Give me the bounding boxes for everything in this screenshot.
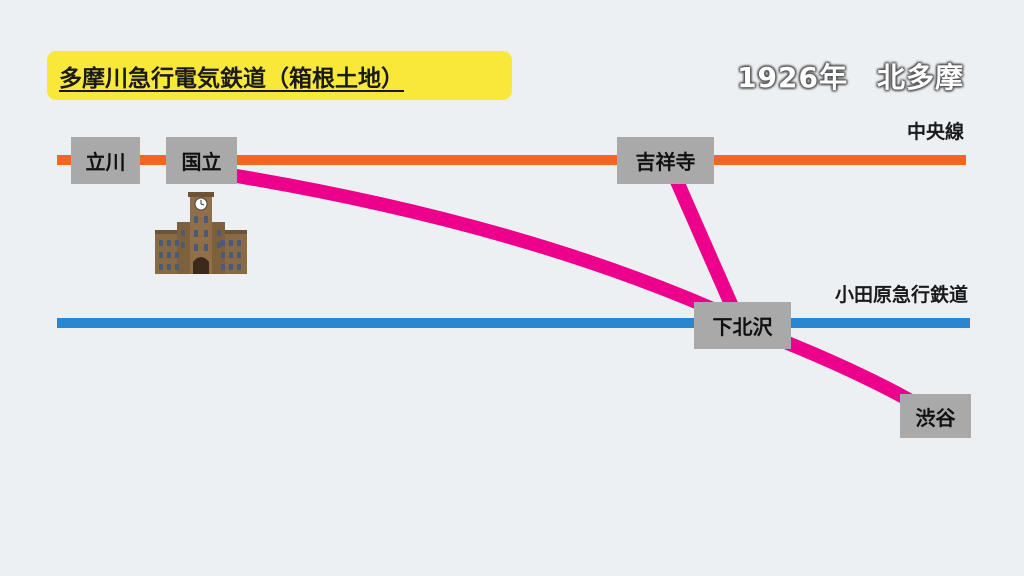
university-building-icon (155, 192, 247, 274)
station-kunitachi: 国立 (166, 137, 237, 184)
planned-route-kichijoji-shimokitazawa (665, 163, 745, 327)
station-kichijoji: 吉祥寺 (617, 137, 714, 184)
station-shimokitazawa: 下北沢 (694, 302, 791, 349)
odakyu-line-label: 小田原急行鉄道 (834, 284, 968, 306)
planned-route-kunitachi-shimokitazawa (193, 163, 749, 329)
chuo-line (57, 155, 966, 165)
station-shibuya: 渋谷 (900, 394, 971, 438)
year-region-label: 1926年 北多摩 (737, 61, 964, 94)
chuo-line-label: 中央線 (906, 121, 964, 143)
title-banner: 多摩川急行電気鉄道（箱根土地） (47, 51, 512, 100)
diagram-title: 多摩川急行電気鉄道（箱根土地） (59, 65, 404, 92)
station-tachikawa: 立川 (71, 137, 140, 184)
odakyu-line (57, 318, 970, 328)
